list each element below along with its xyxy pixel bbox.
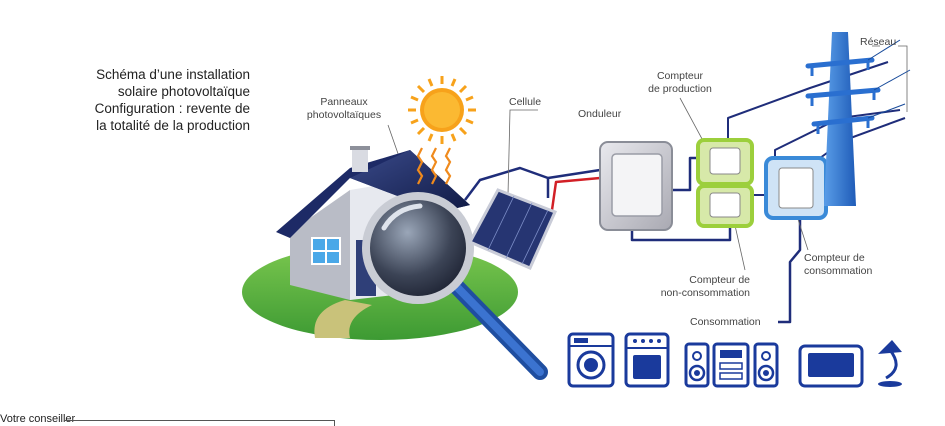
- sun-rays: [416, 147, 452, 185]
- diagram-title: Schéma d’une installation solaire photov…: [40, 66, 250, 134]
- oven-icon: [624, 332, 670, 388]
- label-panneaux: Panneaux photovoltaïques: [296, 96, 392, 121]
- hifi-icon: [684, 342, 779, 388]
- magnifier-icon: [362, 192, 548, 380]
- label-compteur-consommation-line-1: Compteur de: [804, 252, 865, 264]
- appliances: [567, 332, 902, 388]
- wire-inverter-to-production-meter: [672, 156, 700, 192]
- wire-cell-to-inverter-red: [550, 176, 601, 211]
- advisor-signature-line: [64, 420, 334, 421]
- title-line-3: Configuration : revente de: [94, 101, 250, 116]
- label-reseau: Réseau: [860, 36, 897, 48]
- label-onduleur: Onduleur: [578, 108, 622, 120]
- consumption-meter-icon: [764, 156, 828, 220]
- solar-cell-icon: [467, 188, 558, 270]
- label-panneaux-line-1: Panneaux: [320, 96, 368, 108]
- label-compteur-production: Compteur de production: [630, 70, 730, 95]
- label-compteur-non-consommation-line-1: Compteur de: [689, 274, 750, 286]
- advisor-line-tick: [334, 420, 335, 426]
- label-compteur-consommation-line-2: consommation: [804, 264, 873, 277]
- wire-panels-to-cell: [464, 166, 549, 201]
- label-compteur-consommation: Compteur de consommation: [804, 252, 872, 277]
- label-compteur-non-consommation-line-2: non-consommation: [660, 286, 750, 299]
- production-meter-icon: [696, 138, 754, 186]
- wire-production-meter-to-grid: [727, 61, 889, 140]
- power-pylon-icon: [805, 32, 911, 206]
- label-panneaux-line-2: photovoltaïques: [306, 108, 382, 121]
- garden-path: [314, 300, 372, 338]
- title-line-2: solaire photovoltaïque: [117, 84, 250, 99]
- wire-inverter-bottom: [630, 222, 732, 242]
- solar-panels: [350, 150, 470, 212]
- tv-icon: [798, 344, 864, 388]
- lamp-icon: [878, 340, 902, 387]
- title-line-4: la totalité de la production: [96, 118, 250, 133]
- title-line-1: Schéma d’une installation: [96, 67, 250, 82]
- label-compteur-production-line-2: de production: [648, 82, 712, 95]
- label-compteur-production-line-1: Compteur: [656, 70, 704, 82]
- advisor-label: Votre conseiller: [0, 413, 76, 425]
- chimney: [352, 148, 368, 172]
- label-compteur-non-consommation: Compteur de non-consommation: [620, 274, 750, 299]
- label-consommation: Consommation: [690, 316, 761, 328]
- inverter-icon: [599, 141, 673, 231]
- washing-machine-icon: [567, 332, 615, 388]
- label-cellule: Cellule: [509, 96, 542, 108]
- wire-cons-meter-to-house: [778, 218, 802, 324]
- non-consumption-meter-icon: [696, 184, 754, 228]
- sun-icon: [408, 76, 476, 144]
